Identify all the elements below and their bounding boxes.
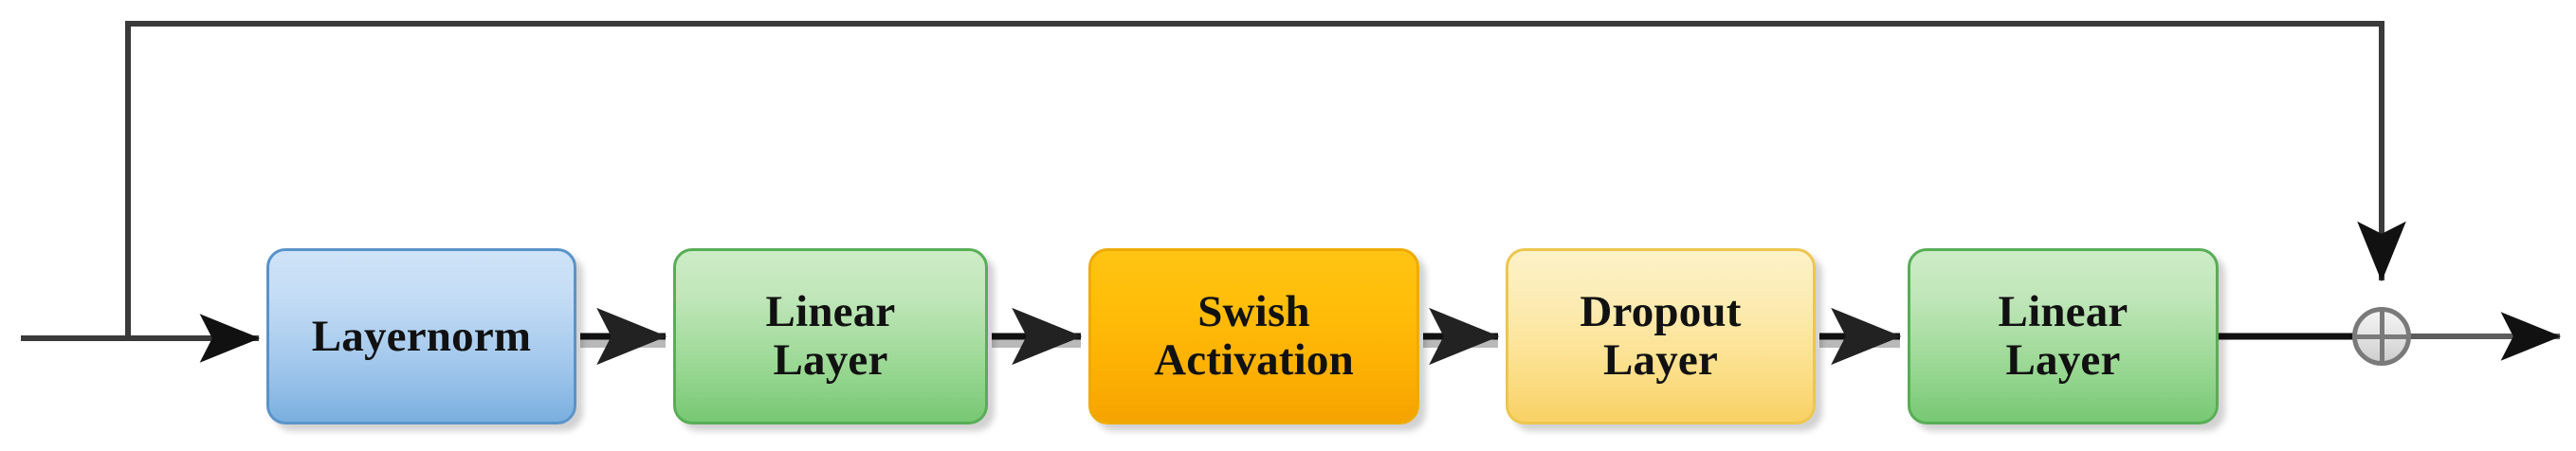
edge-layernorm-to-linear1 [580,307,667,366]
node-swish-activation-label: Swish Activation [1154,287,1354,385]
node-linear-layer-1-label: Linear Layer [765,287,896,385]
node-layernorm[interactable]: Layernorm [266,248,576,424]
plus-vertical-bar [2379,312,2384,361]
edge-swish-to-dropout [1423,307,1500,366]
edge-dropout-to-linear2 [1819,307,1902,366]
plus-circle-icon[interactable] [2352,307,2411,366]
node-linear-layer-1[interactable]: Linear Layer [673,248,988,424]
node-dropout-layer[interactable]: Dropout Layer [1506,248,1816,424]
node-linear-layer-2-label: Linear Layer [1998,287,2128,385]
node-linear-layer-2[interactable]: Linear Layer [1908,248,2219,424]
edge-linear1-to-swish [992,307,1083,366]
node-layernorm-label: Layernorm [311,311,532,361]
node-dropout-layer-label: Dropout Layer [1580,287,1742,385]
node-swish-activation[interactable]: Swish Activation [1088,248,1419,424]
